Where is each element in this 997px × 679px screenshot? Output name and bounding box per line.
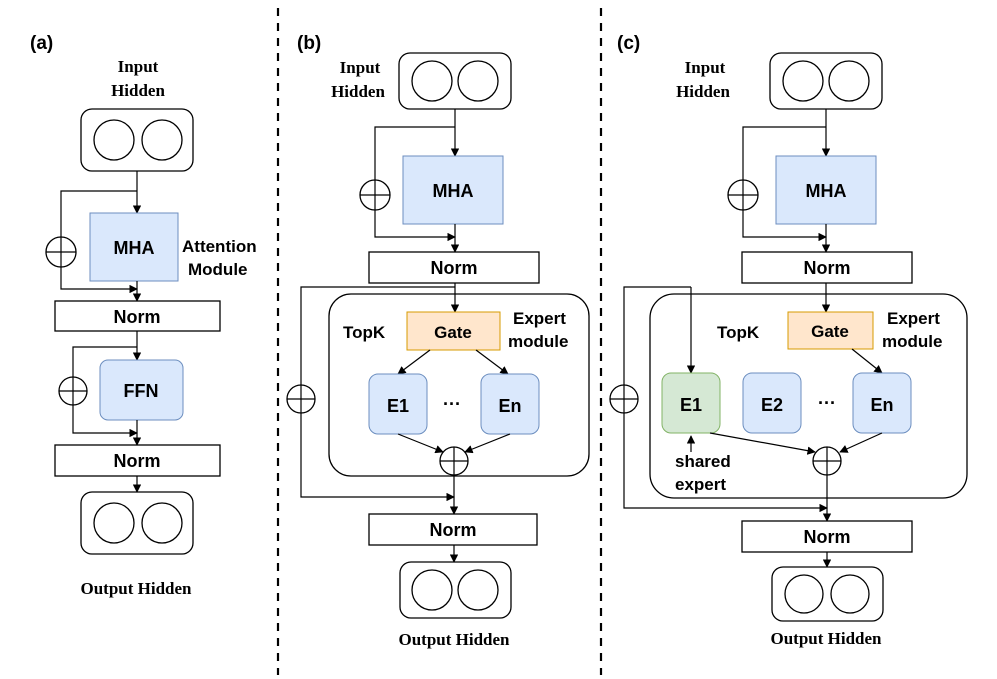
add-circle-1: [359, 179, 391, 211]
expert-module-label-line2: module: [882, 332, 942, 351]
panel-c: (c) Input Hidden MHA Norm TopK Expert mo…: [609, 33, 968, 648]
arrow-e1-to-add: [397, 433, 444, 454]
norm-label-1: Norm: [803, 258, 850, 278]
input-hidden-label-line1: Input: [340, 58, 381, 77]
norm-block-2: [54, 444, 221, 477]
topk-label: TopK: [343, 323, 386, 342]
input-hidden-box: [769, 52, 883, 110]
add-circle-2: [609, 384, 639, 414]
panel-c-label: (c): [617, 33, 640, 54]
mha-block: [89, 212, 179, 282]
output-hidden-box: [771, 566, 884, 622]
panel-a: (a) Input Hidden MHA Attention Module No…: [30, 33, 257, 598]
ffn-label: FFN: [124, 381, 159, 401]
output-hidden-box: [80, 491, 194, 555]
gate-label: Gate: [811, 322, 849, 341]
output-hidden-label: Output Hidden: [398, 630, 510, 649]
arrow-gate-to-en: [475, 349, 509, 375]
mha-label: MHA: [806, 181, 847, 201]
output-hidden-label: Output Hidden: [770, 629, 882, 648]
input-hidden-label-line1: Input: [685, 58, 726, 77]
shared-expert-e1: [661, 372, 721, 434]
norm-block-1: [741, 251, 913, 284]
mha-block: [402, 155, 504, 225]
expert-en-label: En: [870, 395, 893, 415]
topk-label: TopK: [717, 323, 760, 342]
input-hidden-label-line1: Input: [118, 57, 159, 76]
gate-block: [406, 311, 501, 351]
panel-b: (b) Input Hidden MHA Norm TopK Expert mo…: [286, 33, 590, 649]
expert-module-label-line1: Expert: [513, 309, 566, 328]
panel-b-label: (b): [297, 33, 321, 54]
input-hidden-label-line2: Hidden: [111, 81, 165, 100]
gate-label: Gate: [434, 323, 472, 342]
attention-module-label-line1: Attention: [182, 237, 257, 256]
add-circle-1: [727, 179, 759, 211]
panel-a-label: (a): [30, 33, 53, 54]
norm-label-2: Norm: [803, 527, 850, 547]
add-circle-2: [58, 376, 88, 406]
arrow-gate-to-e1: [397, 349, 431, 375]
attention-module-label-line2: Module: [188, 260, 248, 279]
norm-block-1: [368, 251, 540, 284]
ffn-block: [99, 359, 184, 421]
mha-block: [775, 155, 877, 225]
expert-e2: [742, 372, 802, 434]
shared-expert-label-line2: expert: [675, 475, 726, 494]
output-hidden-label: Output Hidden: [80, 579, 192, 598]
mha-label: MHA: [433, 181, 474, 201]
output-hidden-box: [399, 561, 512, 619]
gate-block: [787, 311, 874, 350]
norm-label-2: Norm: [113, 451, 160, 471]
norm-block-2: [741, 520, 913, 553]
arrow-en-to-add: [839, 432, 883, 453]
norm-label-1: Norm: [113, 307, 160, 327]
arrow-gate-to-en: [851, 348, 883, 374]
input-hidden-label-line2: Hidden: [331, 82, 385, 101]
expert-e2-label: E2: [761, 395, 783, 415]
expert-module-label-line1: Expert: [887, 309, 940, 328]
mha-label: MHA: [114, 238, 155, 258]
add-circle-2: [286, 384, 316, 414]
input-hidden-box: [398, 52, 512, 110]
expert-module-container: [649, 293, 968, 499]
expert-e1-label: E1: [387, 396, 409, 416]
expert-en-label: En: [498, 396, 521, 416]
norm-label-1: Norm: [430, 258, 477, 278]
arrow-shared-to-add: [709, 432, 816, 455]
ellipsis: ···: [818, 393, 836, 413]
ellipsis: ···: [443, 394, 461, 414]
expert-module-label-line2: module: [508, 332, 568, 351]
add-circle-1: [45, 236, 77, 268]
norm-label-2: Norm: [429, 520, 476, 540]
norm-block-2: [368, 513, 538, 546]
add-circle-experts: [812, 446, 842, 476]
shared-expert-e1-label: E1: [680, 395, 702, 415]
input-hidden-label-line2: Hidden: [676, 82, 730, 101]
shared-expert-label-line1: shared: [675, 452, 731, 471]
input-hidden-box: [80, 108, 194, 172]
add-circle-experts: [439, 446, 469, 476]
arrow-en-to-add: [464, 433, 511, 454]
